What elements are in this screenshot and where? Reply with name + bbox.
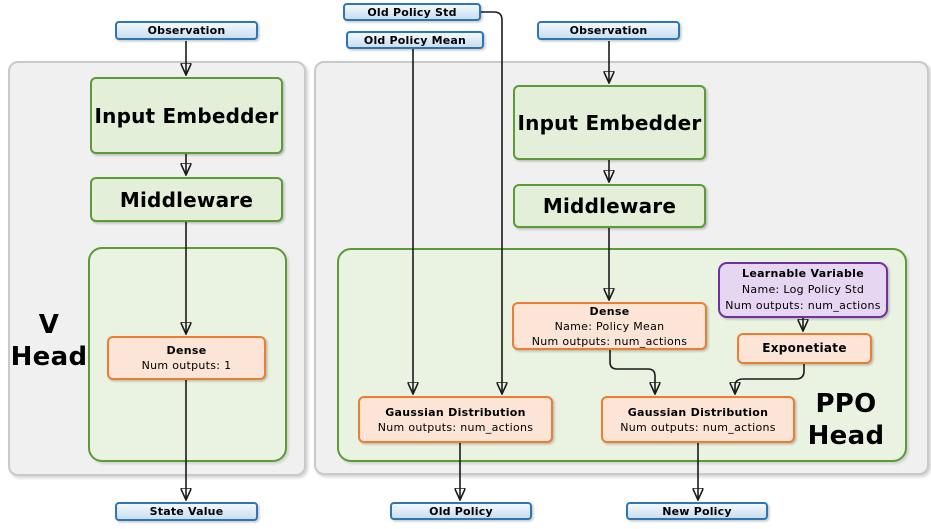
ppo-head-label-line2: Head: [807, 421, 885, 451]
exponetiate-node: Exponetiate: [737, 333, 872, 364]
state-value-label: State Value: [149, 505, 224, 518]
gaussian-new-title: Gaussian Distribution: [627, 405, 769, 419]
gaussian-old-outputs: Num outputs: num_actions: [377, 420, 534, 434]
v-input-embedder-label: Input Embedder: [94, 103, 279, 128]
ppo-middleware-node: Middleware: [513, 184, 706, 228]
v-head-label: V Head: [10, 309, 88, 373]
ppo-input-embedder-node: Input Embedder: [513, 85, 706, 160]
ppo-dense-outputs: Num outputs: num_actions: [531, 334, 688, 348]
v-dense-node: Dense Num outputs: 1: [107, 336, 266, 380]
ppo-dense-name: Name: Policy Mean: [554, 319, 665, 333]
learnable-variable-title: Learnable Variable: [742, 267, 864, 280]
v-observation-node: Observation: [115, 21, 258, 40]
v-head-label-line1: V: [38, 310, 60, 340]
ppo-middleware-label: Middleware: [542, 194, 677, 218]
v-middleware-node: Middleware: [90, 177, 283, 222]
new-policy-node: New Policy: [626, 502, 768, 520]
exponetiate-label: Exponetiate: [762, 341, 847, 355]
ppo-dense-title: Dense: [589, 304, 630, 318]
v-head-label-line2: Head: [10, 342, 88, 372]
old-policy-mean-label: Old Policy Mean: [363, 33, 467, 47]
learnable-variable-outputs: Num outputs: num_actions: [725, 299, 881, 312]
new-policy-label: New Policy: [662, 504, 732, 518]
gaussian-new-outputs: Num outputs: num_actions: [620, 420, 776, 434]
v-middleware-label: Middleware: [119, 187, 254, 212]
ppo-head-label-line1: PPO: [815, 389, 877, 419]
gaussian-old-title: Gaussian Distribution: [385, 405, 526, 419]
old-policy-node: Old Policy: [390, 502, 532, 520]
ppo-dense-node: Dense Name: Policy Mean Num outputs: num…: [512, 302, 707, 350]
old-policy-label: Old Policy: [429, 504, 493, 518]
v-dense-outputs: Num outputs: 1: [141, 359, 232, 372]
gaussian-distribution-old-node: Gaussian Distribution Num outputs: num_a…: [358, 396, 553, 443]
state-value-node: State Value: [115, 502, 258, 521]
old-policy-std-node: Old Policy Std: [343, 3, 481, 21]
old-policy-mean-node: Old Policy Mean: [346, 31, 484, 49]
ppo-observation-label: Observation: [569, 24, 648, 37]
v-input-embedder-node: Input Embedder: [90, 77, 283, 154]
learnable-variable-name: Name: Log Policy Std: [741, 283, 865, 296]
ppo-observation-node: Observation: [537, 21, 680, 40]
learnable-variable-node: Learnable Variable Name: Log Policy Std …: [718, 262, 888, 318]
v-dense-title: Dense: [166, 344, 207, 357]
old-policy-std-label: Old Policy Std: [367, 5, 457, 19]
ppo-head-label: PPO Head: [795, 388, 897, 452]
gaussian-distribution-new-node: Gaussian Distribution Num outputs: num_a…: [601, 396, 795, 443]
v-observation-label: Observation: [147, 24, 226, 37]
ppo-input-embedder-label: Input Embedder: [517, 110, 702, 135]
